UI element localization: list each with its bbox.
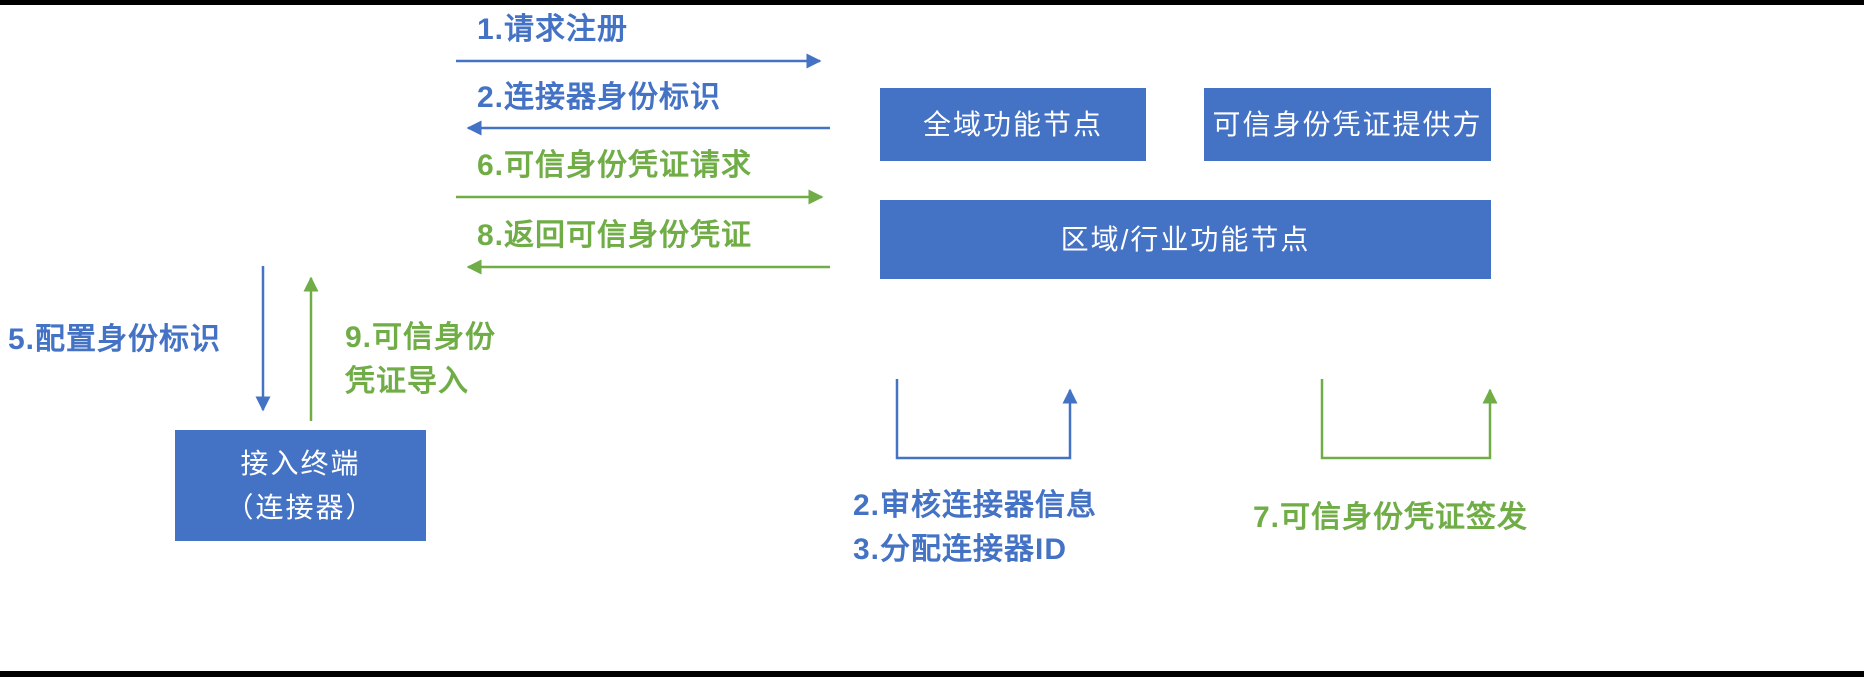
- loop-audit-bracket: [895, 379, 1078, 460]
- node-access-terminal-line2: （连接器）: [225, 491, 376, 523]
- note-audit-line1: 2.审核连接器信息: [853, 489, 1098, 522]
- node-credential-provider-label: 可信身份凭证提供方: [1212, 108, 1483, 140]
- node-regional-function: 区域/行业功能节点: [880, 200, 1491, 279]
- node-regional-function-label: 区域/行业功能节点: [1060, 223, 1311, 255]
- note-credential-issue: 7.可信身份凭证签发: [1253, 501, 1529, 534]
- node-global-function: 全域功能节点: [880, 88, 1146, 161]
- msg-credential-import-line2: 凭证导入: [345, 365, 469, 398]
- node-access-terminal: 接入终端 （连接器）: [175, 430, 426, 541]
- msg-connector-identity: 2.连接器身份标识: [477, 81, 722, 114]
- node-credential-provider: 可信身份凭证提供方: [1204, 88, 1491, 161]
- msg-credential-import-line1: 9.可信身份: [345, 321, 497, 354]
- msg-credential-request: 6.可信身份凭证请求: [477, 149, 753, 182]
- note-audit: 2.审核连接器信息 3.分配连接器ID: [853, 488, 1097, 576]
- msg-credential-return: 8.返回可信身份凭证: [477, 219, 753, 252]
- msg-configure-identity: 5.配置身份标识: [8, 323, 222, 356]
- msg-request-register: 1.请求注册: [477, 13, 629, 46]
- bottom-border: [0, 671, 1864, 677]
- loop-issue-bracket: [1320, 379, 1498, 460]
- top-border: [0, 0, 1864, 5]
- msg-credential-import: 9.可信身份 凭证导入: [345, 320, 496, 408]
- note-audit-line2: 3.分配连接器ID: [853, 533, 1068, 566]
- node-global-function-label: 全域功能节点: [922, 108, 1103, 140]
- node-access-terminal-line1: 接入终端: [240, 448, 361, 480]
